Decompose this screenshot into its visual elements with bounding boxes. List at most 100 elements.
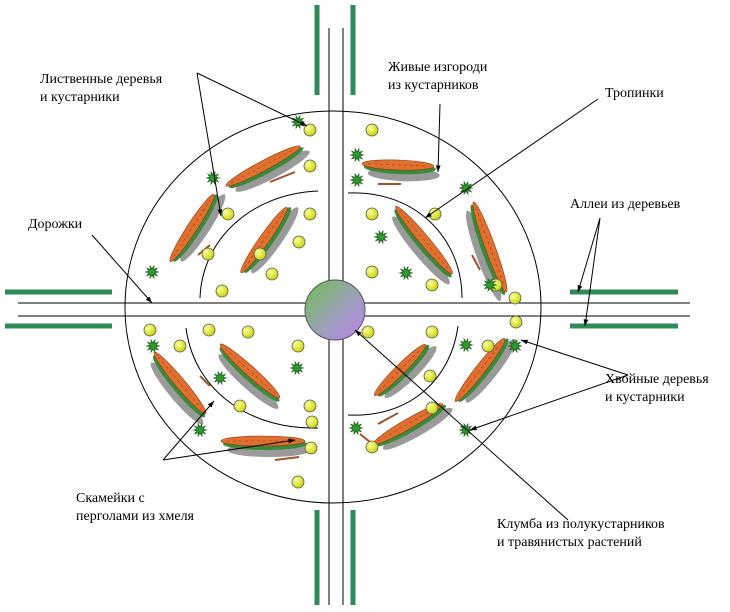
benches	[197, 171, 481, 461]
leader-arrowhead	[583, 319, 589, 326]
label-hedges-line2: из кустарников	[388, 78, 479, 93]
hedge-row	[361, 159, 440, 182]
label-benches: Скамейки с перголами из хмеля	[76, 490, 194, 526]
label-benches-line1: Скамейки с	[76, 491, 145, 506]
deciduous-tree	[365, 265, 379, 279]
deciduous-tree	[265, 267, 279, 281]
deciduous-tree	[233, 399, 247, 413]
label-alleys: Аллеи из деревьев	[570, 197, 681, 212]
leader-line	[162, 439, 296, 461]
leader-arrowhead	[217, 209, 223, 216]
label-conifers: Хвойные деревья и кустарники	[605, 371, 709, 407]
hedge-row	[454, 338, 517, 403]
deciduous-tree	[303, 159, 317, 173]
label-paths: Дорожки	[28, 217, 83, 232]
conifer-tree	[398, 265, 414, 281]
bench	[199, 375, 211, 387]
conifer-tree	[373, 229, 389, 245]
hedge-row	[465, 201, 508, 301]
deciduous-trees	[143, 123, 523, 489]
bench	[269, 171, 296, 183]
deciduous-tree	[292, 235, 306, 249]
bench	[471, 254, 481, 271]
conifer-tree	[144, 264, 160, 280]
trails	[185, 190, 463, 429]
bench	[359, 433, 371, 443]
leader-arrowhead	[470, 425, 477, 431]
conifer-tree	[482, 277, 498, 293]
leader-arrowhead	[300, 121, 307, 126]
label-deciduous-line1: Лиственные деревья	[40, 72, 163, 87]
leader-line	[469, 374, 629, 431]
label-deciduous: Лиственные деревья и кустарники	[40, 71, 162, 107]
leader-line	[424, 98, 599, 219]
hedges	[150, 145, 517, 457]
deciduous-tree	[423, 369, 437, 383]
alley-trees	[5, 5, 678, 605]
bench	[377, 412, 399, 425]
deciduous-tree	[425, 401, 439, 415]
hedge-row	[150, 351, 207, 425]
conifer-tree	[507, 338, 523, 354]
conifer-tree	[458, 337, 474, 353]
deciduous-tree	[365, 207, 379, 221]
trail-arc-sw	[185, 327, 319, 429]
deciduous-tree	[253, 247, 267, 261]
conifer-tree	[289, 360, 305, 376]
deciduous-tree	[425, 278, 439, 292]
leader-arrowhead	[145, 296, 152, 303]
deciduous-tree	[291, 475, 305, 489]
bench	[274, 456, 300, 461]
leader-line	[437, 103, 441, 173]
label-trails: Тропинки	[605, 86, 664, 101]
deciduous-tree	[291, 339, 305, 353]
leader-lines	[91, 72, 629, 521]
garden-outline	[124, 110, 542, 504]
conifer-tree	[212, 370, 228, 386]
deciduous-tree	[303, 399, 317, 413]
deciduous-tree	[201, 247, 215, 261]
leader-arrowhead	[288, 438, 295, 444]
leader-arrowhead	[207, 401, 214, 408]
leader-arrowhead	[577, 285, 583, 292]
leader-line	[162, 400, 215, 461]
hedge-row	[225, 145, 310, 192]
hedge-row	[372, 403, 453, 450]
label-flowerbed: Клумба из полукустарников и травянистых …	[497, 516, 665, 552]
label-flowerbed-line2: и травянистых растений	[497, 535, 642, 550]
conifer-trees	[144, 114, 523, 438]
deciduous-tree	[365, 440, 379, 454]
deciduous-tree	[202, 323, 216, 337]
label-benches-line2: перголами из хмеля	[76, 509, 194, 524]
deciduous-tree	[303, 123, 317, 137]
deciduous-tree	[425, 325, 439, 339]
hedge-row	[169, 194, 226, 262]
label-hedges: Живые изгороди из кустарников	[388, 59, 487, 95]
leader-arrowhead	[521, 339, 528, 345]
deciduous-tree	[305, 415, 319, 429]
conifer-tree	[458, 422, 474, 438]
leader-line	[196, 72, 308, 127]
deciduous-tree	[509, 315, 523, 329]
leader-arrowhead	[355, 330, 362, 337]
leader-line	[354, 329, 569, 521]
deciduous-tree	[365, 123, 379, 137]
label-conifers-line1: Хвойные деревья	[605, 372, 709, 387]
conifer-tree	[205, 170, 221, 186]
leader-line	[577, 217, 601, 293]
hedge-row	[220, 435, 311, 457]
central-flowerbed	[304, 279, 366, 341]
leader-line	[91, 234, 153, 304]
deciduous-tree	[508, 291, 522, 305]
leader-line	[196, 72, 222, 217]
deciduous-tree	[173, 339, 187, 353]
leader-line	[584, 217, 601, 327]
conifer-tree	[192, 422, 208, 438]
hedge-row	[392, 205, 453, 285]
deciduous-tree	[303, 207, 317, 221]
leader-arrowhead	[435, 165, 441, 172]
deciduous-tree	[143, 323, 157, 337]
conifer-tree	[349, 147, 365, 163]
